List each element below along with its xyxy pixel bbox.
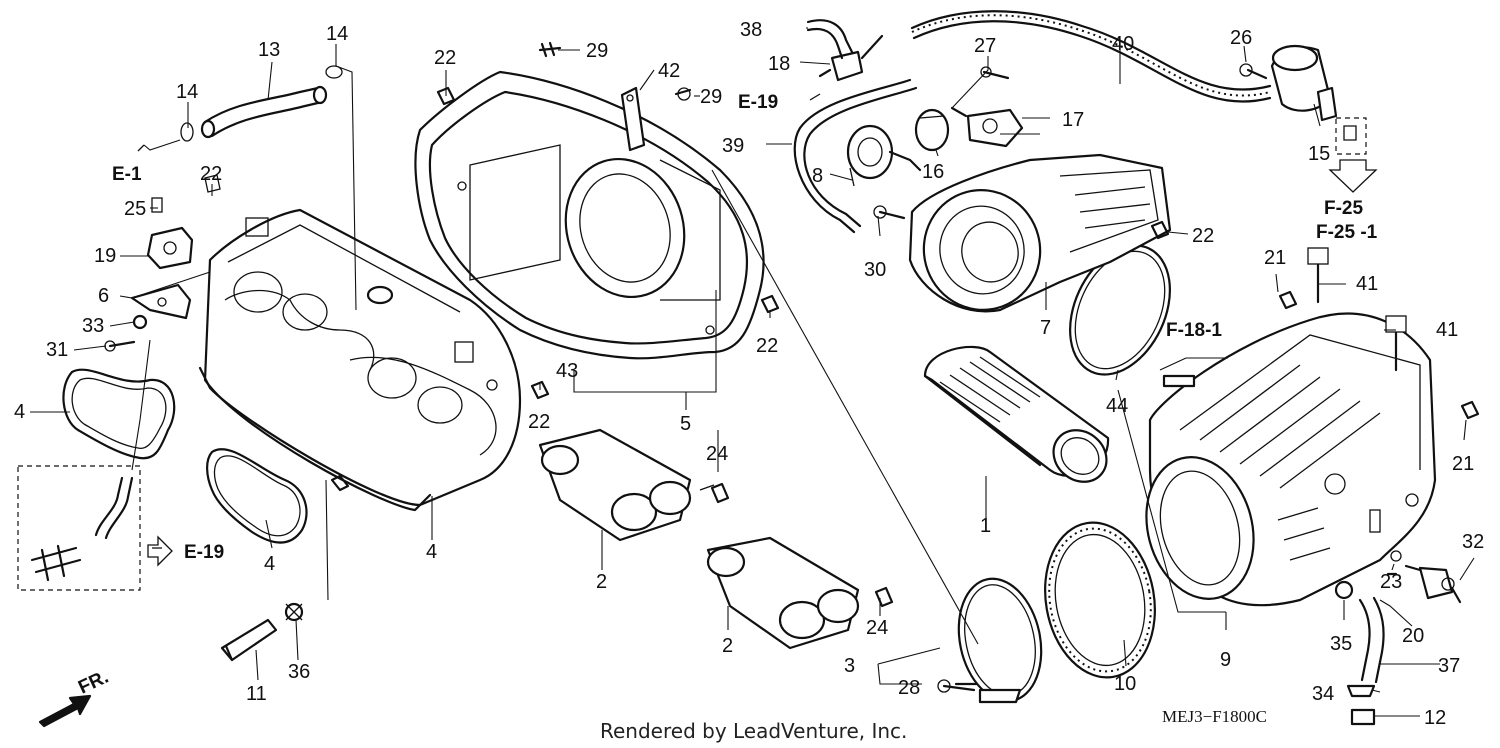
callout-10: 10 bbox=[1114, 673, 1136, 695]
references: E-1 E-19 E-19 F-25 F-25 -1 F-18-1 bbox=[112, 92, 1378, 563]
ref-f25: F-25 bbox=[1324, 198, 1364, 219]
callout-38: 38 bbox=[740, 19, 762, 41]
part-canister-15 bbox=[1270, 44, 1378, 193]
part-bolts bbox=[104, 41, 1480, 693]
callout-30: 30 bbox=[864, 259, 886, 281]
callout-24: 24 bbox=[866, 617, 888, 639]
part-sensor-20 bbox=[1390, 550, 1454, 600]
leader-lines bbox=[30, 27, 1475, 717]
callout-13: 13 bbox=[258, 39, 280, 61]
callout-21: 21 bbox=[1264, 247, 1286, 269]
part-hoses bbox=[793, 10, 1272, 234]
part-joint-2-lower bbox=[706, 536, 894, 650]
ref-e19: E-19 bbox=[738, 92, 778, 113]
callout-22: 22 bbox=[756, 335, 778, 357]
ref-e19: E-19 bbox=[184, 542, 224, 563]
callout-20: 20 bbox=[1402, 625, 1424, 647]
callout-41: 41 bbox=[1356, 273, 1378, 295]
callout-27: 27 bbox=[974, 35, 996, 57]
footer-credit: Rendered by LeadVenture, Inc. bbox=[600, 719, 907, 743]
callout-2: 2 bbox=[722, 635, 733, 657]
callout-24: 24 bbox=[706, 443, 728, 465]
callout-32: 32 bbox=[1462, 531, 1484, 553]
part-drain-hose bbox=[1334, 580, 1385, 726]
callout-7: 7 bbox=[1040, 317, 1051, 339]
callout-34: 34 bbox=[1312, 683, 1334, 705]
callout-8: 8 bbox=[812, 165, 823, 187]
callout-28: 28 bbox=[898, 677, 920, 699]
part-housing-9 bbox=[1145, 312, 1437, 607]
part-filter-1 bbox=[923, 345, 1110, 483]
ref-e1: E-1 bbox=[112, 164, 142, 185]
direction-arrow bbox=[38, 694, 92, 728]
callout-23: 23 bbox=[1380, 571, 1402, 593]
part-oring-44 bbox=[1069, 244, 1171, 376]
callout-15: 15 bbox=[1308, 143, 1330, 165]
callouts: 13 14 14 22 25 19 6 33 31 4 4 4 11 36 22… bbox=[14, 19, 1484, 729]
callout-2: 2 bbox=[596, 571, 607, 593]
part-gasket-4-lower bbox=[206, 448, 308, 544]
inset-pipe bbox=[17, 465, 173, 591]
callout-22: 22 bbox=[434, 47, 456, 69]
callout-25: 25 bbox=[124, 198, 146, 220]
diagram-code: MEJ3−F1800C bbox=[1162, 707, 1267, 726]
part-joint-2-upper bbox=[538, 428, 730, 542]
callout-16: 16 bbox=[922, 161, 944, 183]
part-sensor-19 bbox=[130, 174, 221, 320]
callout-1: 1 bbox=[980, 515, 991, 537]
part-band-3 bbox=[954, 577, 1043, 704]
callout-41: 41 bbox=[1436, 319, 1458, 341]
callout-39: 39 bbox=[722, 135, 744, 157]
callout-4: 4 bbox=[14, 401, 25, 423]
callout-22: 22 bbox=[200, 163, 222, 185]
part-hose-13 bbox=[200, 85, 328, 139]
callout-4: 4 bbox=[264, 553, 275, 575]
callout-43: 43 bbox=[556, 360, 578, 382]
callout-22: 22 bbox=[1192, 225, 1214, 247]
callout-40: 40 bbox=[1112, 33, 1134, 55]
part-cover-left bbox=[198, 208, 522, 512]
callout-42: 42 bbox=[658, 60, 680, 82]
part-connector-18 bbox=[818, 50, 864, 82]
callout-14: 14 bbox=[176, 81, 198, 103]
callout-36: 36 bbox=[288, 661, 310, 683]
callout-21: 21 bbox=[1452, 453, 1474, 475]
callout-14: 14 bbox=[326, 23, 348, 45]
callout-22: 22 bbox=[528, 411, 550, 433]
callout-44: 44 bbox=[1106, 395, 1128, 417]
callout-33: 33 bbox=[82, 315, 104, 337]
callout-6: 6 bbox=[98, 285, 109, 307]
callout-9: 9 bbox=[1220, 649, 1231, 671]
part-housing-cover-5 bbox=[414, 70, 765, 360]
callout-17: 17 bbox=[1062, 109, 1084, 131]
callout-37: 37 bbox=[1438, 655, 1460, 677]
callout-5: 5 bbox=[680, 413, 691, 435]
part-clip-14 bbox=[180, 65, 343, 142]
part-drain-11 bbox=[220, 602, 304, 662]
ref-f25-1: F-25 -1 bbox=[1316, 222, 1378, 243]
part-chamber-7 bbox=[908, 153, 1172, 313]
callout-19: 19 bbox=[94, 245, 116, 267]
callout-11: 11 bbox=[246, 683, 267, 705]
ref-f18-1: F-18-1 bbox=[1166, 320, 1222, 341]
callout-4: 4 bbox=[426, 541, 437, 563]
callout-26: 26 bbox=[1230, 27, 1252, 49]
callout-35: 35 bbox=[1330, 633, 1352, 655]
callout-31: 31 bbox=[46, 339, 68, 361]
part-valve-8 bbox=[846, 124, 922, 187]
part-bracket-42 bbox=[620, 86, 646, 152]
direction-label: FR. bbox=[75, 667, 112, 699]
part-tube-10 bbox=[1044, 521, 1156, 679]
part-gasket-4-left bbox=[62, 368, 176, 460]
callout-18: 18 bbox=[768, 53, 790, 75]
part-cap-16 bbox=[914, 108, 950, 152]
part-valve-17 bbox=[950, 106, 1024, 148]
callout-29: 29 bbox=[586, 40, 608, 62]
callout-3: 3 bbox=[844, 655, 855, 677]
callout-12: 12 bbox=[1424, 707, 1446, 729]
callout-29: 29 bbox=[700, 86, 722, 108]
